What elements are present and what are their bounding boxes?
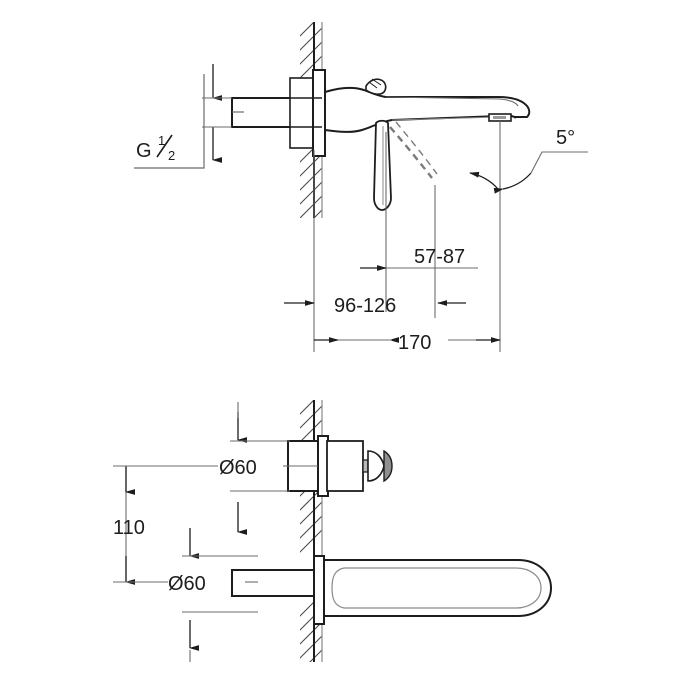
- spout-profile-top: [324, 86, 531, 133]
- thread-label-denominator: 2: [168, 148, 175, 163]
- mixer-body-top: [289, 69, 326, 157]
- dimension-110: 110: [113, 465, 150, 585]
- dimension-diameter-60-top-label: Ø60: [219, 457, 257, 479]
- dimension-extension-lines-top: [313, 132, 501, 352]
- handle-rosette-plan: [287, 435, 364, 497]
- lever-handle-top: [365, 78, 392, 211]
- dimension-diameter-60-top: Ø60: [150, 402, 290, 535]
- spout-rosette-plan: [231, 555, 325, 625]
- plan-view: 110 Ø60 Ø60: [113, 400, 553, 662]
- angle-dimension-5deg: 5°: [469, 121, 588, 210]
- aerator-top: [488, 113, 512, 122]
- dimension-57-87: 57-87: [360, 246, 478, 271]
- dimension-57-87-label: 57-87: [414, 246, 465, 268]
- angle-label: 5°: [556, 127, 575, 149]
- thread-label-group: G 1 2: [134, 74, 205, 169]
- spout-outline-plan: [324, 559, 553, 617]
- thread-label-g: G: [136, 140, 152, 162]
- dimension-170: 170: [314, 332, 501, 354]
- lever-swing-dashed-arc: [389, 121, 438, 179]
- handle-knob-plan: [362, 449, 393, 483]
- dimension-110-label: 110: [113, 517, 145, 539]
- dimension-170-label: 170: [398, 332, 431, 354]
- thread-label-numerator: 1: [158, 133, 165, 148]
- pipe-size-dimension: [202, 64, 232, 163]
- dimension-diameter-60-bottom: Ø60: [150, 528, 258, 662]
- dimension-96-126: 96-126: [284, 295, 466, 317]
- dimension-diameter-60-bottom-label: Ø60: [168, 573, 206, 595]
- side-elevation-view: G 1 2 5°: [134, 22, 588, 354]
- dimension-96-126-label: 96-126: [334, 295, 396, 317]
